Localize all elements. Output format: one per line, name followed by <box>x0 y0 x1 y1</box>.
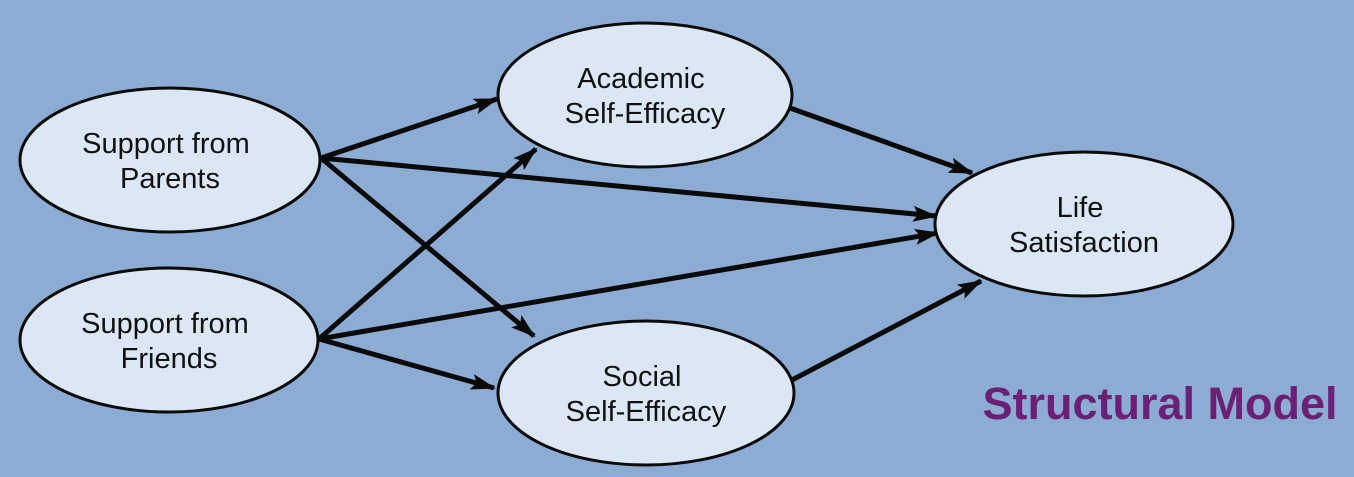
node-academic-self-efficacy-ellipse <box>496 21 794 169</box>
node-life-satisfaction-label: Life Satisfaction <box>1009 192 1159 259</box>
node-support-friends-label: Support from Friends <box>81 308 257 375</box>
node-support-parents-label: Support from Parents <box>82 128 258 195</box>
arrow-layer <box>317 96 983 391</box>
diagram-title: Structural Model <box>982 378 1337 429</box>
arrow-parents-to-life <box>320 155 938 222</box>
node-support-parents-ellipse <box>18 86 322 234</box>
node-academic-self-efficacy-label: Academic Self-Efficacy <box>565 63 726 130</box>
arrow-academic-to-life <box>789 105 974 176</box>
arrow-social-to-life <box>790 278 983 383</box>
node-support-friends-ellipse <box>18 266 320 414</box>
node-layer: Support from Parents Support from Friend… <box>18 21 1235 467</box>
arrow-parents-to-academic <box>320 96 499 161</box>
arrow-friends-to-life <box>318 228 940 342</box>
arrow-friends-to-academic <box>317 147 538 341</box>
node-social-self-efficacy-ellipse <box>496 319 796 467</box>
arrow-friends-to-social <box>318 336 496 391</box>
node-social-self-efficacy-label: Social Self-Efficacy <box>566 361 727 428</box>
node-life-satisfaction-ellipse <box>933 150 1235 298</box>
